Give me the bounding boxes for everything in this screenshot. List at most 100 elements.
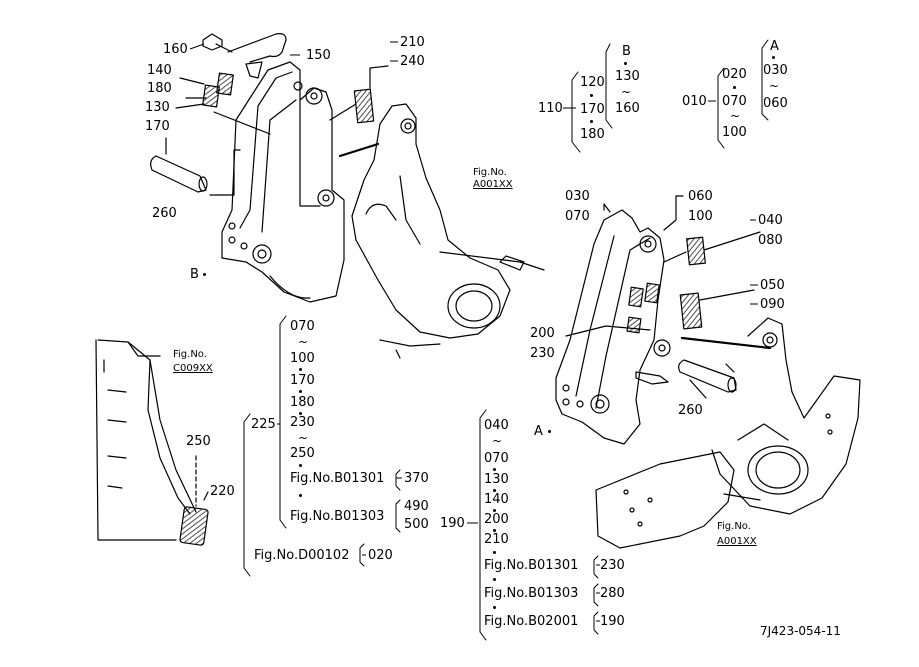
part-label-030: 030 bbox=[565, 189, 590, 204]
group-225-fig-2-value-1: 490 bbox=[404, 499, 429, 514]
fig-ref-a001xx-top: A001XX bbox=[473, 179, 513, 190]
bracket-b-drawing bbox=[150, 33, 545, 359]
group-190-fig-3-value: 190 bbox=[600, 614, 625, 629]
part-label-200: 200 bbox=[530, 326, 555, 341]
group-225-fig-3: Fig.No.D00102 bbox=[254, 548, 350, 563]
group-225-fig-1: Fig.No.B01301 bbox=[290, 471, 385, 486]
group-225-item-5: 230 bbox=[290, 415, 315, 430]
combo-b-tilde: ~ bbox=[621, 85, 632, 99]
group-190-fig-1-value: 230 bbox=[600, 558, 625, 573]
ref-dot-a bbox=[548, 430, 551, 433]
fig-ref-prefix-bottom: Fig.No. bbox=[717, 521, 751, 532]
combo-a-left-1: 020 bbox=[722, 67, 747, 82]
combo-a-dot-2 bbox=[772, 56, 775, 59]
combo-b-left-3: 180 bbox=[580, 127, 605, 142]
combo-a-right-2: 060 bbox=[763, 96, 788, 111]
group-190-fig-1: Fig.No.B01301 bbox=[484, 558, 579, 573]
group-225-fig-3-value: 020 bbox=[368, 548, 393, 563]
group-225-dot-3 bbox=[299, 412, 302, 415]
group-225-dot-4 bbox=[299, 464, 302, 467]
list-brackets bbox=[243, 39, 769, 641]
group-225-item-2: 100 bbox=[290, 351, 315, 366]
part-label-150: 150 bbox=[306, 48, 331, 63]
combo-b-left-1: 120 bbox=[580, 75, 605, 90]
ref-mark-b: B bbox=[190, 267, 199, 282]
combo-a-left-3: 100 bbox=[722, 125, 747, 140]
group-225-item-6: 250 bbox=[290, 446, 315, 461]
combo-b-code: B bbox=[622, 44, 631, 59]
group-225-label: 225 bbox=[251, 417, 276, 432]
group-190-fig-2: Fig.No.B01303 bbox=[484, 586, 579, 601]
part-label-130: 130 bbox=[145, 100, 170, 115]
part-label-140: 140 bbox=[147, 63, 172, 78]
combo-a-left-2: 070 bbox=[722, 94, 747, 109]
part-label-170: 170 bbox=[145, 119, 170, 134]
combo-a-right-1: 030 bbox=[763, 63, 788, 78]
combo-a-dot-1 bbox=[733, 86, 736, 89]
group-225-dot-2 bbox=[299, 390, 302, 393]
ref-mark-a: A bbox=[534, 424, 543, 439]
combo-a-tilde-2: ~ bbox=[769, 79, 780, 93]
bracket-a-drawing bbox=[555, 195, 861, 549]
fig-ref-a001xx-bottom: A001XX bbox=[717, 536, 757, 547]
part-label-230: 230 bbox=[530, 346, 555, 361]
group-190-item-2: 070 bbox=[484, 451, 509, 466]
part-label-050: 050 bbox=[760, 278, 785, 293]
group-225-fig-2-value-2: 500 bbox=[404, 517, 429, 532]
part-label-210: 210 bbox=[400, 35, 425, 50]
group-225-item-3: 170 bbox=[290, 373, 315, 388]
part-label-240: 240 bbox=[400, 54, 425, 69]
group-190-label: 190 bbox=[440, 516, 465, 531]
group-190-item-3: 130 bbox=[484, 472, 509, 487]
part-label-100: 100 bbox=[688, 209, 713, 224]
group-225-tilde-1: ~ bbox=[298, 335, 309, 349]
group-190-tilde: ~ bbox=[492, 434, 503, 448]
fig-ref-prefix-top: Fig.No. bbox=[473, 167, 507, 178]
part-label-060: 060 bbox=[688, 189, 713, 204]
combo-b-dot-3 bbox=[624, 62, 627, 65]
part-label-220: 220 bbox=[210, 484, 235, 499]
part-label-090: 090 bbox=[760, 297, 785, 312]
group-225-item-4: 180 bbox=[290, 395, 315, 410]
group-225-dot-5 bbox=[299, 494, 302, 497]
combo-b-right-2: 160 bbox=[615, 101, 640, 116]
fig-ref-prefix-pedal: Fig.No. bbox=[173, 349, 207, 360]
part-label-040: 040 bbox=[758, 213, 783, 228]
group-190-dot-4 bbox=[493, 529, 496, 532]
group-190-dot-2 bbox=[493, 489, 496, 492]
group-190-item-5: 200 bbox=[484, 512, 509, 527]
part-label-160: 160 bbox=[163, 42, 188, 57]
group-190-dot-7 bbox=[493, 606, 496, 609]
combo-a-tilde-1: ~ bbox=[730, 109, 741, 123]
drawing-code: 7J423-054-11 bbox=[760, 624, 841, 638]
pedal-drawing bbox=[95, 339, 209, 546]
combo-a-code: A bbox=[770, 39, 779, 54]
combo-b-main: 110 bbox=[538, 101, 563, 116]
group-225-fig-2: Fig.No.B01303 bbox=[290, 509, 385, 524]
group-190-fig-3: Fig.No.B02001 bbox=[484, 614, 579, 629]
part-label-260-top: 260 bbox=[152, 206, 177, 221]
group-190-item-4: 140 bbox=[484, 492, 509, 507]
combo-b-right-1: 130 bbox=[615, 69, 640, 84]
part-label-080: 080 bbox=[758, 233, 783, 248]
combo-a-main: 010 bbox=[682, 94, 707, 109]
group-225-item-1: 070 bbox=[290, 319, 315, 334]
combo-b-dot-1 bbox=[590, 94, 593, 97]
part-label-070: 070 bbox=[565, 209, 590, 224]
group-225-dot-1 bbox=[299, 368, 302, 371]
fig-ref-c009xx: C009XX bbox=[173, 363, 213, 374]
group-190-dot-1 bbox=[493, 468, 496, 471]
combo-b-left-2: 170 bbox=[580, 102, 605, 117]
group-190-fig-2-value: 280 bbox=[600, 586, 625, 601]
group-190-dot-5 bbox=[493, 551, 496, 554]
part-label-250: 250 bbox=[186, 434, 211, 449]
group-190-dot-3 bbox=[493, 509, 496, 512]
group-190-item-6: 210 bbox=[484, 532, 509, 547]
group-190-dot-6 bbox=[493, 578, 496, 581]
group-190-item-1: 040 bbox=[484, 418, 509, 433]
group-225-tilde-2: ~ bbox=[298, 431, 309, 445]
part-label-260-right: 260 bbox=[678, 403, 703, 418]
part-label-180: 180 bbox=[147, 81, 172, 96]
